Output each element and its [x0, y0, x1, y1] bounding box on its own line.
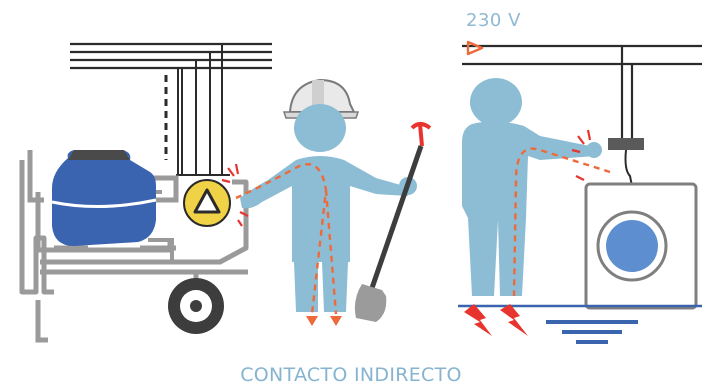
voltage-label: 230 V: [466, 10, 521, 31]
current-path-left: [235, 163, 338, 315]
washing-machine: [584, 182, 698, 310]
left-power-lines: [70, 42, 272, 70]
right-power-lines: [462, 44, 702, 138]
warning-triangle-icon: [183, 179, 231, 227]
junction-box: [608, 138, 644, 150]
mixer-drum: [52, 150, 156, 246]
current-arrows-left: [306, 316, 342, 326]
ground-icon: [546, 320, 638, 344]
electric-spark-icon: [221, 163, 249, 227]
left-drop-wires: [176, 44, 230, 176]
shovel: [354, 122, 432, 322]
phase-arrow-icon: [466, 40, 484, 56]
person-figure: [462, 78, 602, 296]
washer-drum: [606, 220, 658, 272]
worker-figure: [240, 78, 417, 312]
feet-spark-icon: [464, 304, 528, 336]
contact-spark-icon: [571, 129, 592, 181]
current-path-right: [512, 147, 611, 297]
cement-mixer: [19, 150, 249, 343]
diagram-caption: CONTACTO INDIRECTO: [240, 364, 462, 386]
